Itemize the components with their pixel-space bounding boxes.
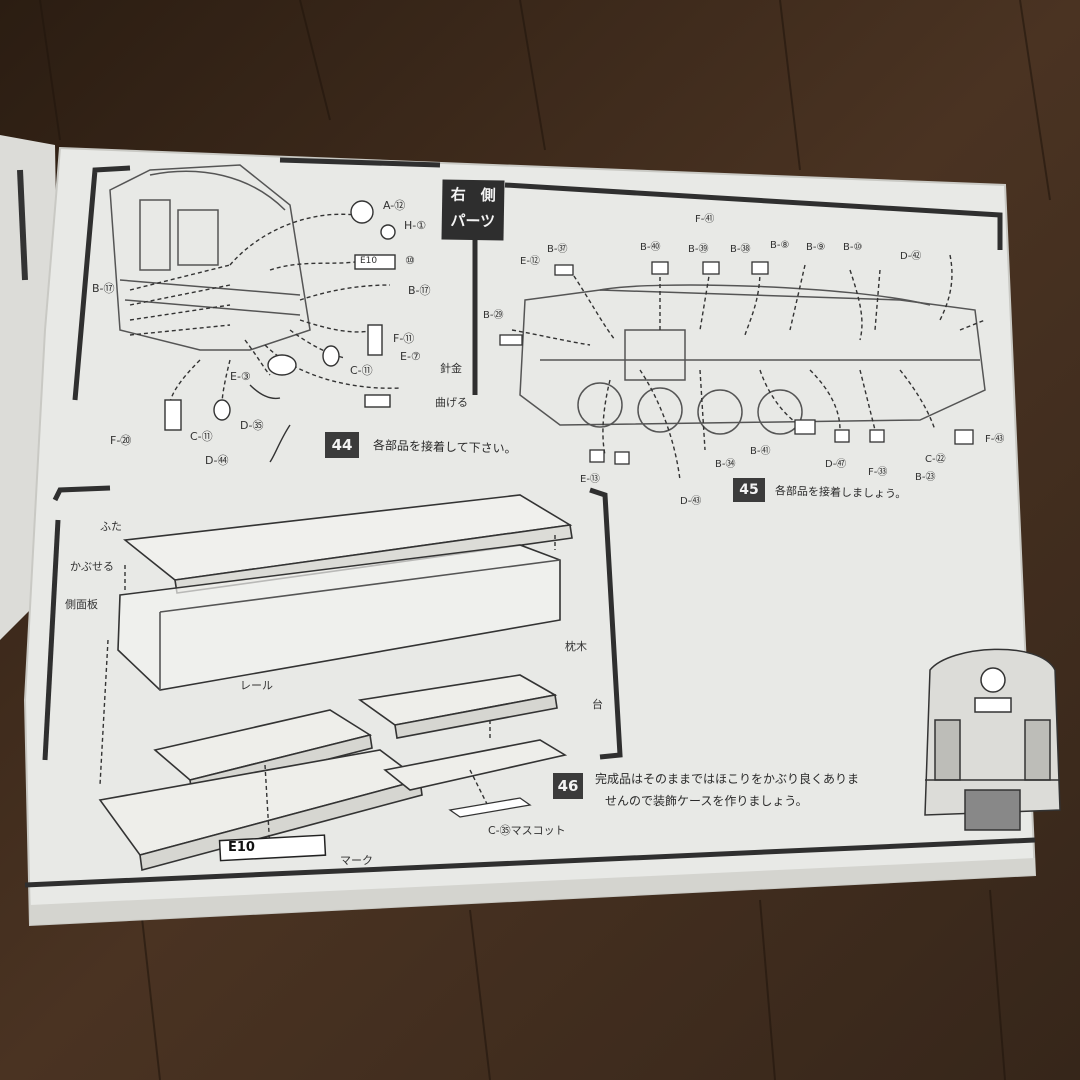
part-label: D-㊼ — [825, 459, 847, 470]
part-label: C-⑪ — [350, 364, 373, 377]
part-label: B-⑨ — [806, 242, 826, 253]
part-label: D-㊷ — [900, 251, 922, 262]
part-label: C-㉒ — [925, 454, 946, 465]
locomotive-side-drawing — [519, 284, 986, 435]
part-label: 針金 — [440, 362, 462, 375]
side-panel-label: 側面板 — [65, 598, 98, 611]
part-label: B-㉓ — [915, 472, 936, 483]
step-46-number: 46 — [553, 773, 583, 799]
step-45-number: 45 — [733, 478, 765, 502]
part-label: B-㊲ — [547, 244, 568, 255]
part-label: 曲げる — [435, 396, 468, 409]
right-side-parts-badge: 右 側 パーツ — [441, 179, 505, 241]
part-label: B-㊴ — [688, 244, 709, 255]
panel-45-parts — [499, 261, 974, 465]
display-case-drawing — [98, 494, 573, 872]
part-label: F-㉝ — [868, 467, 888, 478]
part-label: B-㉙ — [483, 310, 504, 321]
lid-label: ふた — [100, 520, 122, 533]
nameplate-mark — [218, 834, 327, 862]
locomotive-cab-drawing — [109, 164, 311, 351]
part-label: B-㊶ — [750, 446, 771, 457]
badge-line-2: パーツ — [450, 211, 496, 231]
panel-46-frame — [42, 485, 623, 761]
part-label: F-㊶ — [695, 214, 715, 225]
mascot-label: C-㉟マスコット — [488, 824, 566, 837]
base-label: 台 — [592, 698, 603, 711]
panel-46-arrows — [99, 535, 556, 851]
sleeper-label: 枕木 — [565, 640, 587, 653]
part-label: H-① — [404, 219, 427, 232]
part-label: ⑩ — [405, 254, 415, 267]
step-46-instruction-line-2: せんので装飾ケースを作りましょう。 — [605, 794, 808, 808]
part-label: E-③ — [230, 370, 251, 383]
part-label: A-⑫ — [383, 199, 406, 212]
panel-44-frame — [72, 157, 1003, 401]
step-44-number: 44 — [325, 432, 359, 458]
mascot-part — [448, 797, 532, 818]
part-label: B-㊵ — [640, 242, 661, 253]
part-label: D-㉟ — [240, 419, 264, 432]
part-label: C-⑪ — [190, 430, 213, 443]
part-label: B-⑩ — [843, 242, 863, 253]
part-label: E10 — [360, 256, 378, 266]
panel-45-leader-lines — [511, 254, 986, 481]
part-label: E-⑫ — [520, 256, 540, 267]
part-label: F-⑪ — [393, 332, 415, 345]
part-label: D-㊸ — [680, 496, 702, 507]
panel-44-parts — [164, 200, 396, 463]
part-label: E-⑬ — [580, 474, 600, 485]
part-label: B-㉞ — [715, 459, 736, 470]
part-label: B-⑰ — [408, 284, 431, 297]
case-side-panel — [117, 544, 561, 691]
part-label: F-⑳ — [110, 434, 132, 447]
badge-line-1: 右 側 — [450, 185, 496, 205]
mark-label: マーク — [340, 854, 373, 867]
part-label: B-㊳ — [730, 244, 751, 255]
cover-label: かぶせる — [70, 560, 114, 573]
part-label: B-⑧ — [770, 240, 790, 251]
locomotive-front-view — [924, 648, 1061, 831]
part-label: D-㊹ — [205, 454, 229, 467]
nameplate-text: E10 — [228, 840, 255, 855]
step-45-instruction: 各部品を接着しましょう。 — [774, 484, 907, 501]
step-46-instruction-line-1: 完成品はそのままではほこりをかぶり良くありま — [595, 772, 860, 786]
part-label: E-⑦ — [400, 350, 421, 363]
rail-label: レール — [240, 679, 273, 692]
wood-grain — [39, 0, 1051, 1080]
part-label: F-㊸ — [985, 434, 1005, 445]
part-label: B-⑰ — [92, 282, 115, 295]
